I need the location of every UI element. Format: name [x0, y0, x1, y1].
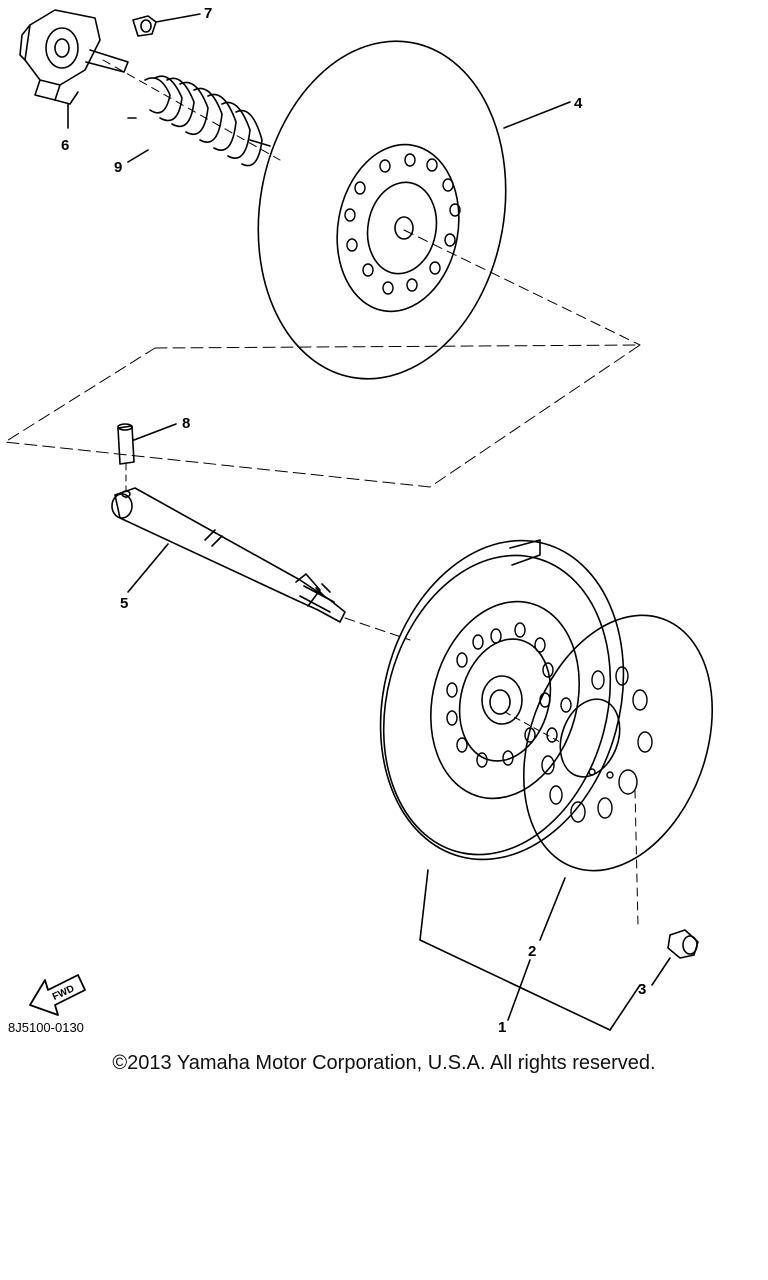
copyright-notice: ©2013 Yamaha Motor Corporation, U.S.A. A… — [112, 1052, 656, 1074]
callout-5: 5 — [120, 595, 128, 612]
part-8-pin — [117, 423, 177, 499]
part-5-shaft — [111, 487, 411, 641]
group-bracket — [419, 869, 641, 1031]
part-3-bolt — [634, 789, 699, 986]
callout-6: 6 — [61, 137, 69, 154]
callout-3: 3 — [638, 981, 646, 998]
part-6-cam-holder — [19, 9, 129, 105]
callout-2: 2 — [528, 943, 536, 960]
callout-8: 8 — [182, 415, 190, 432]
part-7-fitting — [132, 13, 201, 37]
part-1-primary-sheave — [379, 539, 625, 861]
callout-7: 7 — [204, 5, 212, 22]
callout-9: 9 — [114, 159, 122, 176]
callout-4: 4 — [574, 95, 583, 112]
fwd-arrow-icon — [29, 974, 86, 1016]
exploded-parts-diagram: 7 4 6 9 8 5 2 3 1 FWD 8J5100-0130 — [4, 5, 714, 1036]
part-4-sheave — [257, 40, 641, 380]
part-9-spring — [102, 59, 281, 167]
drawing-code: 8J5100-0130 — [8, 1020, 84, 1035]
leader-9 — [127, 149, 149, 163]
part-2-plate — [504, 614, 714, 941]
alignment-frame — [4, 344, 641, 488]
callout-1: 1 — [498, 1019, 506, 1036]
